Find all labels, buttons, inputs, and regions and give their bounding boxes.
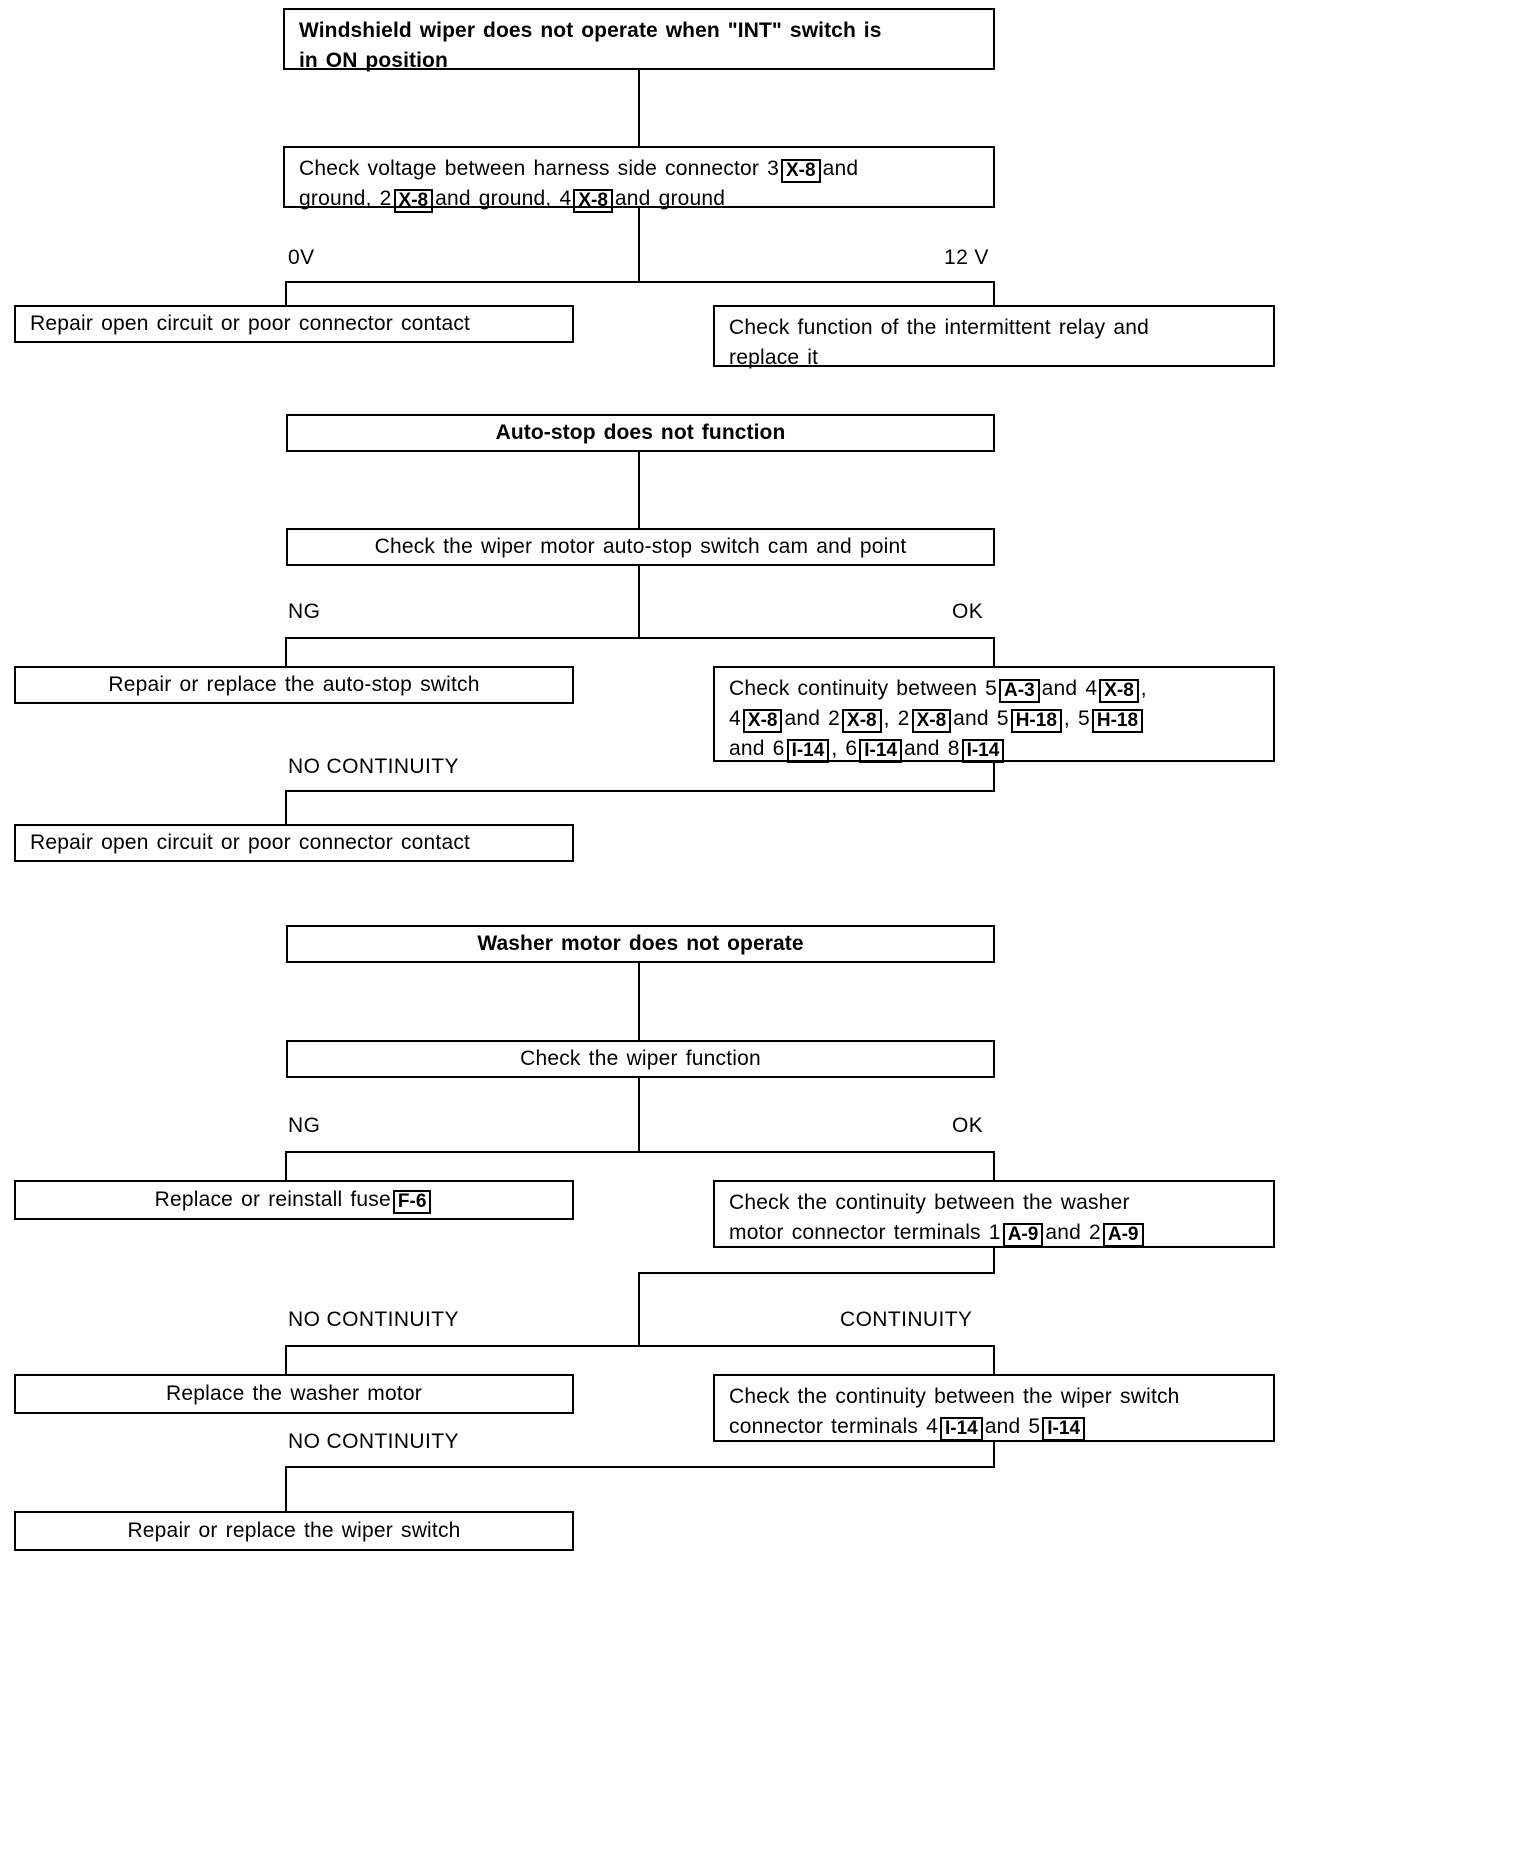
node-start-washer: Washer motor does not operate [286, 925, 995, 963]
repair-autostop-switch-text: Repair or replace the auto-stop switch [108, 673, 480, 697]
connector-b1-b2 [638, 70, 640, 146]
connector-chip-h18: H-18 [1091, 708, 1144, 733]
replace-washer-motor-text: Replace the washer motor [166, 1382, 422, 1406]
branch-label-no-continuity-3: NO CONTINUITY [288, 1430, 459, 1453]
connector-chip-i14: I-14 [961, 738, 1005, 763]
branch-label-ng-1: NG [288, 600, 321, 623]
branch-right-drop-4 [993, 1345, 995, 1375]
connector-b13-left [638, 1272, 995, 1274]
wiper-switch-continuity-line1: Check the continuity between the wiper s… [729, 1385, 1180, 1408]
node-repair-wiper-switch: Repair or replace the wiper switch [14, 1511, 574, 1551]
connector-chip-h18: H-18 [1010, 708, 1062, 733]
node-replace-washer-motor: Replace the washer motor [14, 1374, 574, 1414]
connector-b8-down [993, 762, 995, 792]
branch-left-drop-4 [285, 1345, 287, 1375]
branch-label-0v: 0V [288, 246, 315, 269]
branch-bar-3 [285, 1151, 995, 1153]
connector-chip-x8: X-8 [1099, 679, 1139, 703]
connector-b15-drop [285, 1466, 287, 1512]
connector-chip-a9: A-9 [1102, 1222, 1144, 1247]
branch-right-drop-2 [993, 637, 995, 667]
relay-line2: replace it [729, 345, 819, 369]
connector-chip-x8: X-8 [742, 708, 783, 733]
connector-chip-x8: X-8 [842, 708, 882, 733]
relay-line1: Check function of the intermittent relay… [729, 316, 1150, 339]
branch-bar-2 [285, 637, 995, 639]
branch-left-drop-3 [285, 1151, 287, 1181]
connector-chip-x8: X-8 [780, 159, 821, 183]
branch-label-no-continuity-2: NO CONTINUITY [288, 1308, 459, 1331]
branch-bar-1 [285, 281, 995, 283]
connector-chip-x8: X-8 [911, 708, 952, 733]
node-check-autostop-cam: Check the wiper motor auto-stop switch c… [286, 528, 995, 566]
branch-right-drop-1 [993, 281, 995, 306]
node-check-wiper-function: Check the wiper function [286, 1040, 995, 1078]
branch-left-drop-2 [285, 637, 287, 667]
connector-b5-b6 [638, 452, 640, 528]
connector-chip-x8: X-8 [573, 188, 613, 213]
connector-b10-b11 [638, 963, 640, 1040]
connector-b6-branch [638, 566, 640, 638]
branch-label-12v: 12 V [944, 246, 989, 269]
node-check-intermittent-relay: Check function of the intermittent relay… [713, 305, 1275, 369]
connector-chip-i14: I-14 [939, 1416, 983, 1441]
start-autostop-text: Auto-stop does not function [495, 421, 786, 445]
node-check-wiper-switch-continuity: Check the continuity between the wiper s… [713, 1374, 1275, 1442]
check-voltage-line1: Check voltage between harness side conne… [299, 157, 859, 183]
branch-label-no-continuity-1: NO CONTINUITY [288, 755, 459, 778]
connector-chip-i14: I-14 [1042, 1416, 1086, 1441]
start-wiper-line1: Windshield wiper does not operate when "… [299, 19, 882, 42]
connector-chip-f6: F-6 [392, 1190, 432, 1215]
connector-b13-mid [638, 1272, 640, 1346]
branch-label-ng-2: NG [288, 1114, 321, 1137]
branch-label-ok-2: OK [952, 1114, 984, 1137]
start-washer-text: Washer motor does not operate [477, 932, 804, 956]
node-check-washer-motor-continuity: Check the continuity between the washer … [713, 1180, 1275, 1248]
check-autostop-cam-text: Check the wiper motor auto-stop switch c… [374, 535, 907, 559]
node-check-voltage: Check voltage between harness side conne… [283, 146, 995, 213]
repair-wiper-switch-text: Repair or replace the wiper switch [127, 1519, 461, 1543]
connector-chip-x8: X-8 [393, 188, 434, 213]
node-repair-open-circuit-2: Repair open circuit or poor connector co… [14, 824, 574, 862]
node-repair-open-circuit-1: Repair open circuit or poor connector co… [14, 305, 574, 343]
node-start-wiper-int: Windshield wiper does not operate when "… [283, 8, 995, 72]
node-repair-autostop-switch: Repair or replace the auto-stop switch [14, 666, 574, 704]
connector-chip-i14: I-14 [859, 738, 903, 763]
connector-b11-branch [638, 1078, 640, 1152]
connector-b13-down [993, 1248, 995, 1274]
connector-b8-drop [285, 790, 287, 825]
repair-open-circuit-1-text: Repair open circuit or poor connector co… [30, 312, 471, 336]
branch-left-drop-1 [285, 281, 287, 306]
connector-chip-a9: A-9 [1002, 1222, 1044, 1247]
branch-right-drop-3 [993, 1151, 995, 1181]
connector-b15-left [285, 1466, 995, 1468]
repair-open-circuit-2-text: Repair open circuit or poor connector co… [30, 831, 471, 855]
branch-label-continuity: CONTINUITY [840, 1308, 973, 1331]
check-wiper-function-text: Check the wiper function [520, 1047, 761, 1071]
start-wiper-line2: in ON position [299, 48, 448, 72]
node-start-autostop: Auto-stop does not function [286, 414, 995, 452]
connector-b8-left [285, 790, 995, 792]
washer-continuity-line1: Check the continuity between the washer [729, 1191, 1130, 1214]
connector-b2-branch [638, 208, 640, 282]
branch-label-ok-1: OK [952, 600, 984, 623]
connector-chip-i14: I-14 [786, 738, 830, 763]
connector-chip-a3: A-3 [999, 679, 1040, 703]
connector-b15-down [993, 1442, 995, 1468]
branch-bar-4 [285, 1345, 995, 1347]
